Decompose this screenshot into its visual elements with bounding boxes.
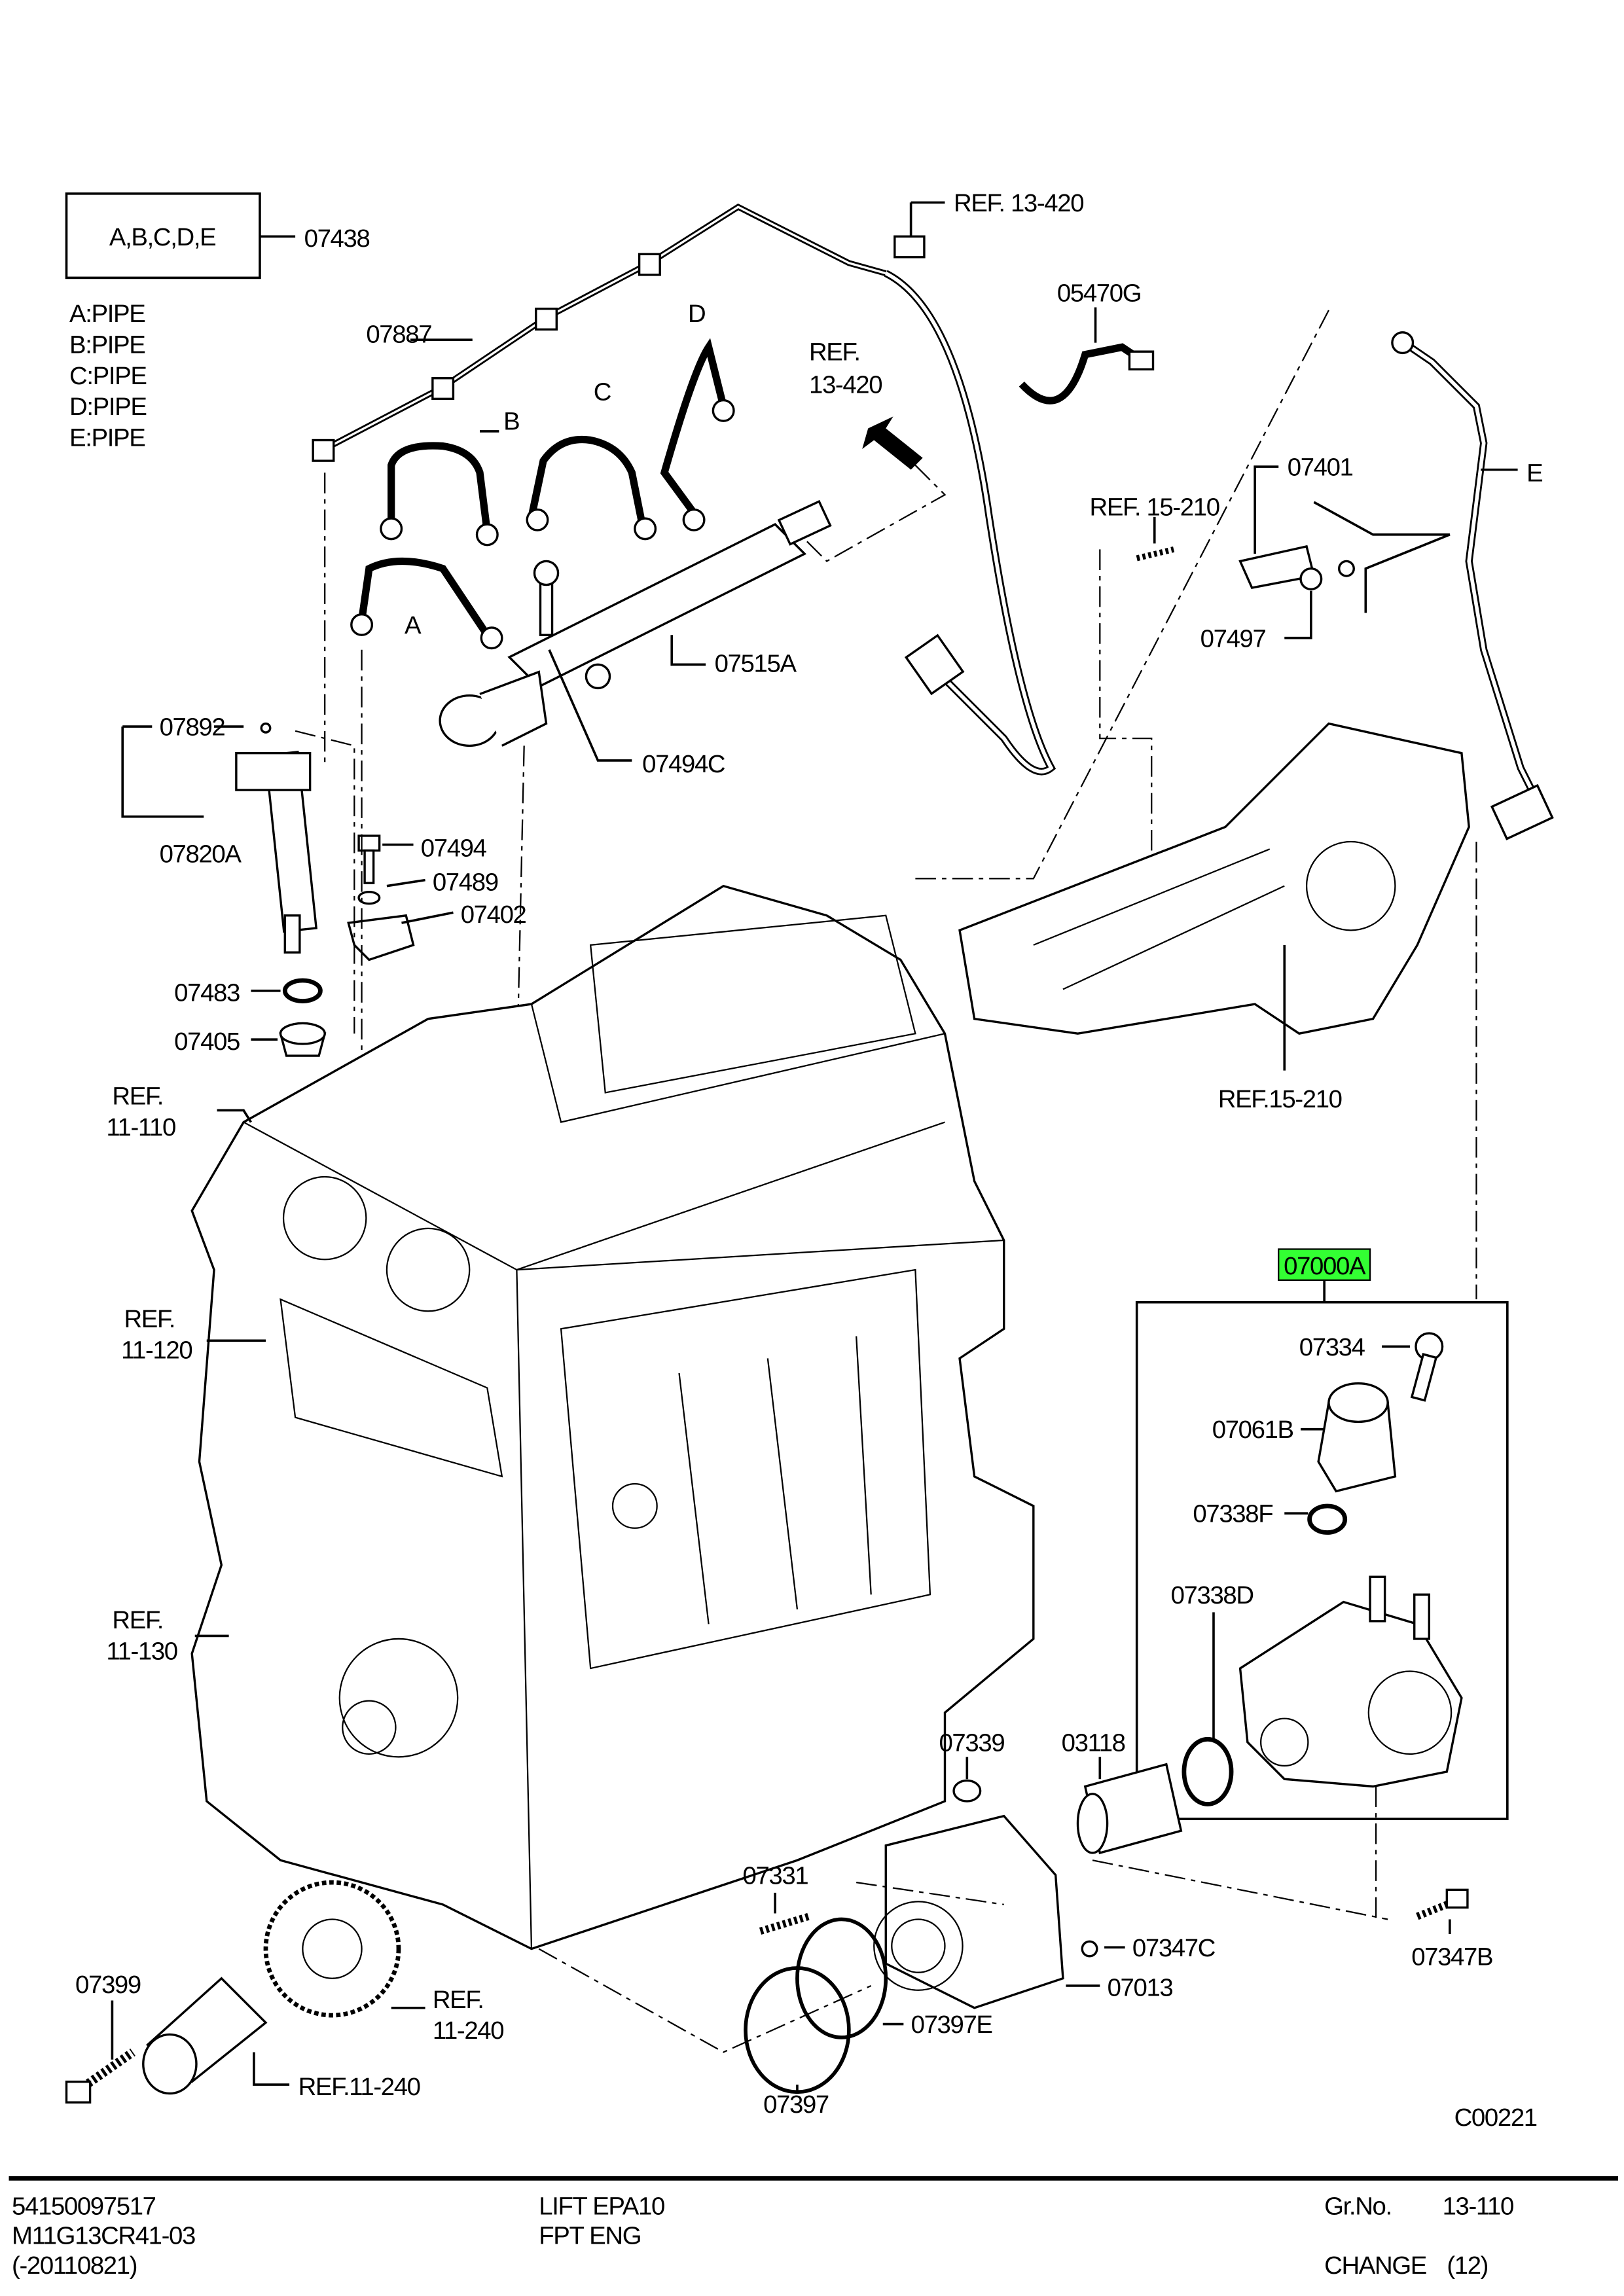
engine-block: [190, 884, 1035, 1950]
ref-11-240-hub[interactable]: REF.11-240: [298, 2073, 421, 2101]
footer-group-value: 13-110: [1443, 2193, 1513, 2221]
callout-07013[interactable]: 07013: [1108, 1974, 1174, 2002]
callout-07000A[interactable]: 07000A: [1284, 1252, 1367, 1280]
ref-13-420-mid[interactable]: REF.: [809, 338, 861, 367]
ref-13-420-mid[interactable]: 13-420: [809, 370, 883, 399]
footer-change-label: CHANGE: [1324, 2251, 1426, 2280]
callout-07497[interactable]: 07497: [1200, 624, 1267, 653]
legend-item: D:PIPE: [69, 393, 147, 421]
callout-07399[interactable]: 07399: [75, 1971, 141, 1999]
callout-07061B[interactable]: 07061B: [1212, 1416, 1294, 1444]
injector-pipes: [350, 338, 735, 650]
callout-07401[interactable]: 07401: [1288, 454, 1354, 482]
pipe-letter-e: E: [1526, 459, 1542, 488]
footer-engine: FPT ENG: [539, 2222, 641, 2250]
injector: [235, 722, 318, 954]
ref-11-130[interactable]: REF.: [112, 1606, 164, 1634]
callout-07397[interactable]: 07397: [763, 2090, 829, 2119]
ref-11-130[interactable]: 11-130: [106, 1638, 178, 1666]
callout-07820A[interactable]: 07820A: [160, 840, 243, 869]
legend-item: C:PIPE: [69, 362, 147, 390]
footer-model-code: M11G13CR41-03: [12, 2222, 195, 2250]
assembly-07000A: 07000A 07334 07061B 07338F 07338D: [1135, 1248, 1509, 1820]
legend-item: B:PIPE: [69, 331, 145, 359]
callout-07887[interactable]: 07887: [366, 321, 432, 349]
footer: 54150097517 M11G13CR41-03 (-20110821) LI…: [12, 2193, 1514, 2280]
footer-divider: [9, 2176, 1618, 2181]
ref-11-120[interactable]: REF.: [124, 1305, 175, 1333]
pipe-legend: A:PIPE B:PIPE C:PIPE D:PIPE E:PIPE: [69, 300, 147, 452]
callout-07483[interactable]: 07483: [174, 979, 240, 1007]
direction-arrow-icon: [862, 416, 923, 470]
pipe-letter-a: A: [405, 611, 422, 639]
ref-13-420-top[interactable]: REF. 13-420: [954, 189, 1085, 217]
gear: [263, 1880, 401, 2018]
callout-07438[interactable]: 07438: [304, 224, 370, 253]
callout-07397E[interactable]: 07397E: [911, 2011, 993, 2039]
ref-11-240-gear[interactable]: REF.: [433, 1986, 484, 2014]
callout-07515A[interactable]: 07515A: [715, 650, 798, 678]
leak-off-line: [312, 203, 1056, 776]
callout-07338F[interactable]: 07338F: [1193, 1500, 1273, 1528]
callout-07494C[interactable]: 07494C: [642, 750, 726, 778]
ref-15-210-bottom[interactable]: REF.15-210: [1218, 1085, 1343, 1113]
legend-box: A,B,C,D,E 07438: [65, 192, 370, 279]
footer-model-name: LIFT EPA10: [539, 2193, 664, 2221]
footer-group-label: Gr.No.: [1324, 2193, 1392, 2221]
valve-cover: [958, 722, 1470, 1035]
callout-07347B[interactable]: 07347B: [1411, 1943, 1493, 1971]
ref-11-110[interactable]: REF.: [112, 1082, 164, 1110]
pipe-letter-b: B: [503, 408, 519, 436]
callout-07334[interactable]: 07334: [1299, 1333, 1366, 1361]
callout-03118[interactable]: 03118: [1062, 1729, 1126, 1757]
callout-07494[interactable]: 07494: [421, 834, 488, 863]
footer-change-value: (12): [1447, 2251, 1488, 2280]
pipe-letter-d: D: [688, 300, 705, 328]
callout-07331[interactable]: 07331: [742, 1861, 808, 1890]
callout-05470G[interactable]: 05470G: [1057, 279, 1142, 307]
legend-box-text: A,B,C,D,E: [109, 223, 215, 251]
assembly-highlight: [1278, 1248, 1371, 1281]
callout-07402[interactable]: 07402: [461, 901, 527, 929]
legend-item: A:PIPE: [69, 300, 145, 328]
ref-11-120[interactable]: 11-120: [121, 1336, 193, 1364]
pipe-letter-c: C: [594, 378, 611, 406]
callout-07338D[interactable]: 07338D: [1171, 1581, 1255, 1609]
callout-07347C[interactable]: 07347C: [1132, 1934, 1216, 1962]
callout-07489[interactable]: 07489: [433, 868, 499, 896]
common-rail: [439, 499, 832, 747]
illustration-code: C00221: [1454, 2104, 1537, 2132]
ref-15-210-top[interactable]: REF. 15-210: [1090, 493, 1221, 522]
callout-07892[interactable]: 07892: [160, 713, 226, 742]
ref-11-110[interactable]: 11-110: [106, 1113, 176, 1141]
footer-date-range: (-20110821): [12, 2251, 137, 2280]
callout-07339[interactable]: 07339: [939, 1729, 1005, 1757]
footer-part-number: 54150097517: [12, 2193, 156, 2221]
legend-item: E:PIPE: [69, 424, 145, 452]
ref-11-240-gear[interactable]: 11-240: [433, 2017, 505, 2045]
pump-housing-07013: [884, 1814, 1064, 2009]
callout-07405[interactable]: 07405: [174, 1028, 240, 1056]
